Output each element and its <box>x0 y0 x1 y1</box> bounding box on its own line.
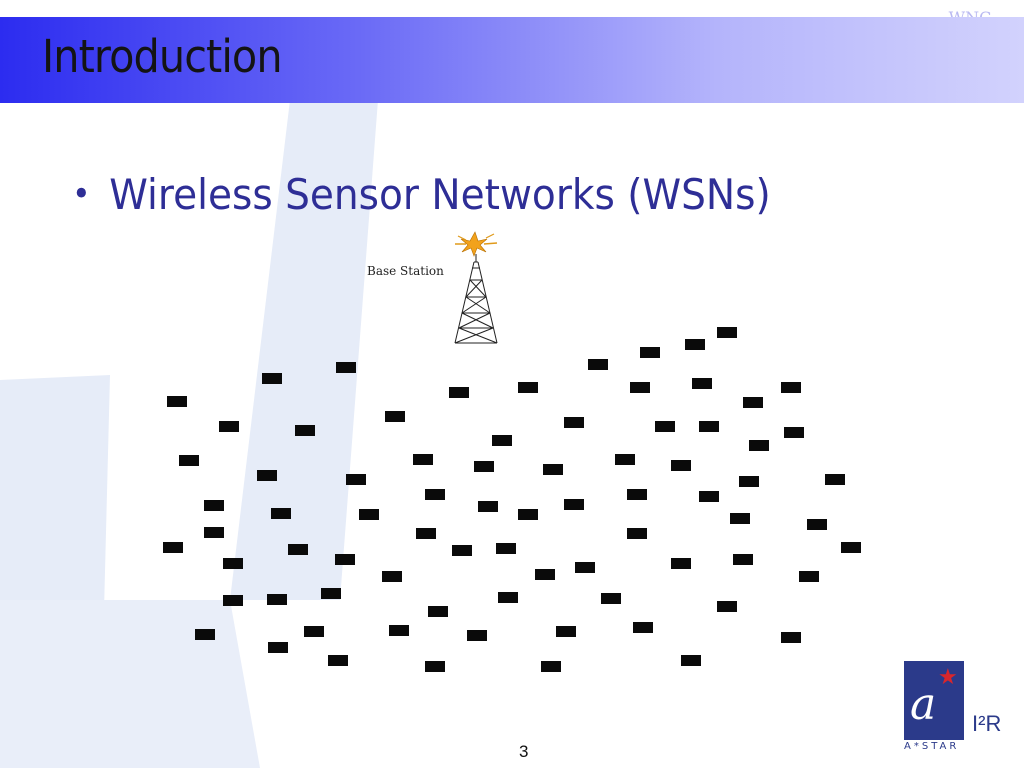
sensor-node-icon <box>167 396 187 407</box>
sensor-node-icon <box>474 461 494 472</box>
sensor-node-icon <box>615 454 635 465</box>
logo-caption: A*STAR <box>904 741 960 752</box>
sensor-node-icon <box>541 661 561 672</box>
sensor-node-icon <box>841 542 861 553</box>
sensor-node-icon <box>389 625 409 636</box>
sensor-node-icon <box>699 421 719 432</box>
sensor-node-icon <box>467 630 487 641</box>
sensor-node-icon <box>601 593 621 604</box>
sensor-node-icon <box>535 569 555 580</box>
sensor-node-icon <box>204 500 224 511</box>
sensor-node-icon <box>223 595 243 606</box>
sensor-node-icon <box>428 606 448 617</box>
sensor-node-icon <box>518 382 538 393</box>
sensor-node-icon <box>633 622 653 633</box>
astar-logo-icon: a ★ A*STAR I²R <box>904 661 1014 756</box>
sensor-node-icon <box>739 476 759 487</box>
sensor-node-icon <box>681 655 701 666</box>
sensor-node-icon <box>359 509 379 520</box>
sensor-node-group <box>163 327 861 672</box>
sensor-node-icon <box>671 558 691 569</box>
sensor-node-icon <box>781 382 801 393</box>
sensor-node-icon <box>564 499 584 510</box>
sensor-node-icon <box>730 513 750 524</box>
sensor-node-icon <box>575 562 595 573</box>
sensor-node-icon <box>271 508 291 519</box>
sensor-node-icon <box>627 528 647 539</box>
sensor-node-icon <box>204 527 224 538</box>
sensor-node-icon <box>692 378 712 389</box>
sensor-node-icon <box>268 642 288 653</box>
sensor-node-icon <box>336 362 356 373</box>
sensor-node-icon <box>640 347 660 358</box>
sensor-node-icon <box>743 397 763 408</box>
sensor-node-icon <box>478 501 498 512</box>
sensor-node-icon <box>425 489 445 500</box>
logo-i2r-text: I²R <box>972 711 1002 736</box>
sensor-node-icon <box>630 382 650 393</box>
sensor-node-icon <box>492 435 512 446</box>
sensor-node-icon <box>257 470 277 481</box>
page-number: 3 <box>519 742 529 761</box>
sensor-node-icon <box>655 421 675 432</box>
sensor-node-icon <box>518 509 538 520</box>
title-bar <box>0 17 1024 103</box>
sensor-node-icon <box>288 544 308 555</box>
sensor-node-icon <box>413 454 433 465</box>
sensor-node-icon <box>627 489 647 500</box>
sensor-node-icon <box>496 543 516 554</box>
sensor-node-icon <box>223 558 243 569</box>
sensor-node-icon <box>163 542 183 553</box>
bullet-item: • Wireless Sensor Networks (WSNs) <box>72 170 771 219</box>
sensor-node-icon <box>556 626 576 637</box>
sensor-node-icon <box>219 421 239 432</box>
star-icon: ★ <box>938 665 958 690</box>
sensor-node-icon <box>717 327 737 338</box>
sensor-node-icon <box>328 655 348 666</box>
sensor-node-icon <box>671 460 691 471</box>
sensor-node-icon <box>807 519 827 530</box>
sensor-node-icon <box>784 427 804 438</box>
sensor-node-icon <box>449 387 469 398</box>
sensor-node-icon <box>498 592 518 603</box>
slide-title: Introduction <box>42 30 283 83</box>
sensor-node-icon <box>304 626 324 637</box>
sensor-node-icon <box>717 601 737 612</box>
sensor-node-icon <box>425 661 445 672</box>
sensor-node-icon <box>382 571 402 582</box>
sensor-node-icon <box>825 474 845 485</box>
base-station-label: Base Station <box>367 264 444 278</box>
sensor-node-icon <box>416 528 436 539</box>
sensor-node-icon <box>321 588 341 599</box>
sensor-node-icon <box>685 339 705 350</box>
sensor-node-icon <box>564 417 584 428</box>
sensor-node-icon <box>295 425 315 436</box>
signal-spark-icon <box>455 231 498 257</box>
sensor-node-icon <box>799 571 819 582</box>
sensor-node-icon <box>588 359 608 370</box>
sensor-node-icon <box>543 464 563 475</box>
logo-mark: a <box>910 679 937 730</box>
sensor-node-icon <box>262 373 282 384</box>
sensor-node-icon <box>699 491 719 502</box>
sensor-node-icon <box>335 554 355 565</box>
sensor-node-icon <box>346 474 366 485</box>
sensor-node-icon <box>195 629 215 640</box>
sensor-node-icon <box>781 632 801 643</box>
base-station-tower-icon <box>454 254 498 344</box>
sensor-node-icon <box>452 545 472 556</box>
sensor-node-icon <box>385 411 405 422</box>
sensor-node-icon <box>749 440 769 451</box>
sensor-node-icon <box>733 554 753 565</box>
sensor-node-icon <box>267 594 287 605</box>
bullet-text: Wireless Sensor Networks (WSNs) <box>109 170 771 219</box>
bullet-dot-icon: • <box>72 174 91 214</box>
logo-box: a ★ <box>904 661 964 740</box>
sensor-node-icon <box>179 455 199 466</box>
